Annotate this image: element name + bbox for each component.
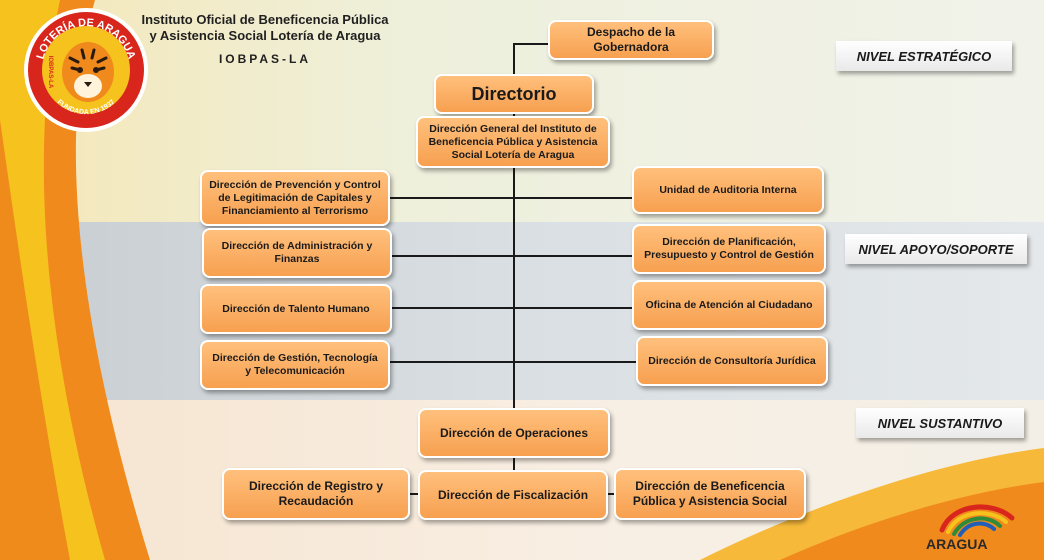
box-directorio: Directorio (434, 74, 594, 114)
box-beneficencia-label: Dirección de Beneficencia Pública y Asis… (632, 479, 788, 508)
institution-abbrev: IOBPAS-LA (218, 52, 312, 66)
box-planificacion-label: Dirección de Planificación, Presupuesto … (644, 236, 814, 261)
level-strategic-label: NIVEL ESTRATÉGICO (856, 48, 992, 64)
logo-side-text: IOBPAS-LA (47, 56, 53, 89)
left-swoosh-decoration (0, 0, 150, 560)
institution-name-line2: y Asistencia Social Lotería de Aragua (149, 28, 381, 43)
box-gestion-tecnologia: Dirección de Gestión, Tecnología y Telec… (200, 340, 390, 390)
box-directorio-label: Directorio (471, 84, 557, 104)
institution-header: Instituto Oficial de Beneficencia Públic… (140, 12, 390, 66)
box-fiscalizacion-label: Dirección de Fiscalización (437, 487, 589, 502)
tiger-emblem-icon (62, 42, 114, 102)
level-support-label: NIVEL APOYO/SOPORTE (858, 241, 1014, 257)
level-substantive: NIVEL SUSTANTIVO (856, 408, 1024, 438)
box-beneficencia: Dirección de Beneficencia Pública y Asis… (614, 468, 806, 520)
connector-despacho (513, 43, 548, 76)
box-gestion-tecnologia-label: Dirección de Gestión, Tecnología y Telec… (212, 352, 378, 377)
box-registro: Dirección de Registro y Recaudación (222, 468, 410, 520)
box-operaciones: Dirección de Operaciones (418, 408, 610, 458)
aragua-brand-name: ARAGUA (926, 536, 988, 552)
level-strategic: NIVEL ESTRATÉGICO (836, 41, 1012, 71)
box-auditoria-label: Unidad de Auditoria Interna (659, 183, 797, 196)
box-consultoria: Dirección de Consultoría Jurídica (636, 336, 828, 386)
box-registro-label: Dirección de Registro y Recaudación (248, 479, 384, 508)
box-despacho-label: Despacho de la Gobernadora (586, 25, 676, 54)
box-talento-label: Dirección de Talento Humano (222, 302, 370, 315)
box-planificacion: Dirección de Planificación, Presupuesto … (632, 224, 826, 274)
box-administracion-label: Dirección de Administración y Finanzas (221, 240, 373, 265)
box-consultoria-label: Dirección de Consultoría Jurídica (648, 354, 816, 367)
box-fiscalizacion: Dirección de Fiscalización (418, 470, 608, 520)
box-administracion: Dirección de Administración y Finanzas (202, 228, 392, 278)
box-talento: Dirección de Talento Humano (200, 284, 392, 334)
box-operaciones-label: Dirección de Operaciones (439, 425, 589, 440)
box-prevencion: Dirección de Prevención y Control de Leg… (200, 170, 390, 226)
institution-name-line1: Instituto Oficial de Beneficencia Públic… (141, 12, 389, 27)
level-substantive-label: NIVEL SUSTANTIVO (877, 415, 1003, 431)
lottery-logo: LOTERÍA DE ARAGUA FUNDADA EN 1937 IOBPAS… (24, 8, 148, 132)
level-support: NIVEL APOYO/SOPORTE (845, 234, 1027, 264)
box-direccion-general: Dirección General del Instituto de Benef… (416, 116, 610, 168)
box-despacho: Despacho de la Gobernadora (548, 20, 714, 60)
box-atencion-label: Oficina de Atención al Ciudadano (645, 298, 813, 311)
box-auditoria: Unidad de Auditoria Interna (632, 166, 824, 214)
box-direccion-general-label: Dirección General del Instituto de Benef… (428, 122, 598, 161)
box-prevencion-label: Dirección de Prevención y Control de Leg… (209, 178, 381, 217)
aragua-rainbow-icon (939, 504, 1015, 537)
aragua-brand: ARAGUA (922, 498, 1032, 558)
box-atencion: Oficina de Atención al Ciudadano (632, 280, 826, 330)
